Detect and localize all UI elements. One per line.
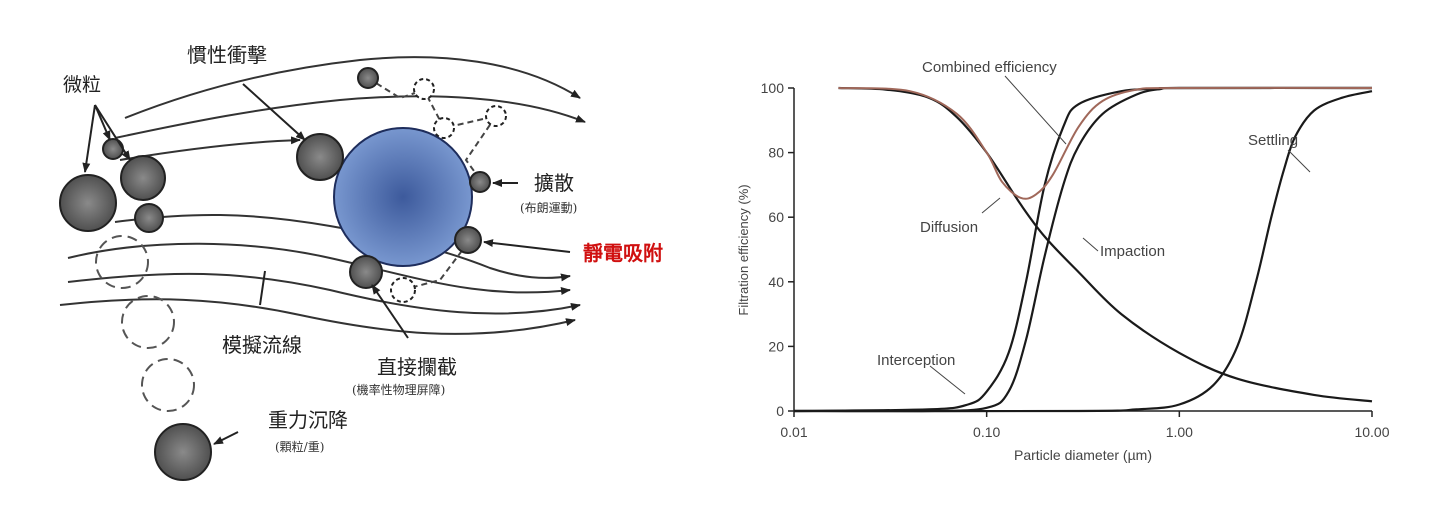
ghost-particle: [485, 105, 507, 127]
label-particles: 微粒: [63, 74, 101, 96]
y-tick-label: 80: [768, 145, 784, 161]
leader-combined: [1004, 75, 1067, 145]
series-settling: [793, 90, 1373, 413]
chart-annotations: Combined efficiency Diffusion Impaction …: [877, 59, 1298, 369]
y-tick-label: 60: [768, 209, 784, 225]
arrow-particles: [94, 104, 111, 141]
pointer-arrows: [82, 83, 571, 445]
streamline: [59, 298, 576, 335]
particles: [59, 67, 491, 481]
particle: [454, 226, 482, 254]
chart-curves: [793, 86, 1373, 413]
annotation-combined: Combined efficiency: [922, 59, 1057, 76]
particle: [59, 174, 117, 232]
y-axis-label: Filtration efficiency (%): [736, 184, 751, 315]
x-tick-label: 0.10: [973, 424, 1000, 440]
settling-ghosts: [95, 235, 195, 412]
annotation-interception: Interception: [877, 352, 955, 369]
series-combined-efficiency: [838, 86, 1373, 200]
x-tick-label: 0.01: [780, 424, 807, 440]
streamline: [67, 242, 571, 295]
annotation-diffusion: Diffusion: [920, 219, 978, 236]
leader-diffusion: [981, 197, 1001, 214]
arrow-particles: [82, 104, 96, 173]
label-diffusion-note: (布朗運動): [520, 201, 577, 215]
filtration-diagram: 微粒 慣性衝擊 擴散 (布朗運動) 靜電吸附 模擬流線 直接攔截 (機率性物理屏…: [59, 43, 663, 481]
arrow-impaction: [242, 83, 306, 141]
leader-impaction: [1082, 237, 1099, 252]
x-axis-label: Particle diameter (µm): [1014, 447, 1152, 463]
arrow-particles: [94, 104, 131, 161]
arrow-interception: [371, 284, 409, 339]
chart-ticks: 0 20 40 60 80 100 0.01 0.10 1.00 10.00: [761, 80, 1390, 440]
y-tick-label: 0: [776, 403, 784, 419]
streamline: [114, 95, 586, 139]
streamline: [67, 272, 581, 315]
ghost-particle: [121, 295, 175, 349]
label-diffusion: 擴散: [534, 171, 574, 195]
label-gravity: 重力沉降: [268, 408, 348, 432]
label-electrostatic: 靜電吸附: [583, 241, 663, 265]
label-interception: 直接攔截: [377, 355, 457, 379]
annotation-settling: Settling: [1248, 132, 1298, 149]
annotation-impaction: Impaction: [1100, 243, 1165, 260]
particle: [102, 138, 124, 160]
label-gravity-note: (顆粒/重): [275, 439, 324, 454]
chart-leaders: [929, 75, 1311, 395]
leader-settling: [1287, 149, 1311, 173]
arrow-electrostatic: [483, 239, 571, 253]
y-tick-label: 100: [761, 80, 785, 96]
y-tick-label: 40: [768, 274, 784, 290]
ghost-particle: [413, 78, 435, 100]
x-tick-label: 1.00: [1166, 424, 1193, 440]
arrow-streamlines: [259, 270, 266, 306]
diagram-labels: 微粒 慣性衝擊 擴散 (布朗運動) 靜電吸附 模擬流線 直接攔截 (機率性物理屏…: [63, 43, 663, 454]
diffusion-path: [367, 77, 507, 303]
y-tick-label: 20: [768, 338, 784, 354]
fiber-circle: [333, 127, 473, 267]
streamline: [124, 56, 581, 119]
ghost-particle: [433, 117, 455, 139]
particle: [154, 423, 212, 481]
particle: [469, 171, 491, 193]
particle: [134, 203, 164, 233]
arrow-gravity: [213, 431, 239, 445]
ghost-particle: [390, 277, 416, 303]
label-interception-note: (機率性物理屏障): [352, 382, 445, 397]
x-tick-label: 10.00: [1354, 424, 1389, 440]
label-streamlines: 模擬流線: [222, 333, 302, 357]
leader-interception: [929, 365, 966, 395]
label-inertial-impaction: 慣性衝擊: [187, 43, 267, 67]
ghost-particle: [141, 358, 195, 412]
ghost-particle: [95, 235, 149, 289]
particle: [120, 155, 166, 201]
particle: [349, 255, 383, 289]
particle: [357, 67, 379, 89]
efficiency-chart: 0 20 40 60 80 100 0.01 0.10 1.00 10.00 Combined e…: [736, 59, 1390, 463]
particle: [296, 133, 344, 181]
